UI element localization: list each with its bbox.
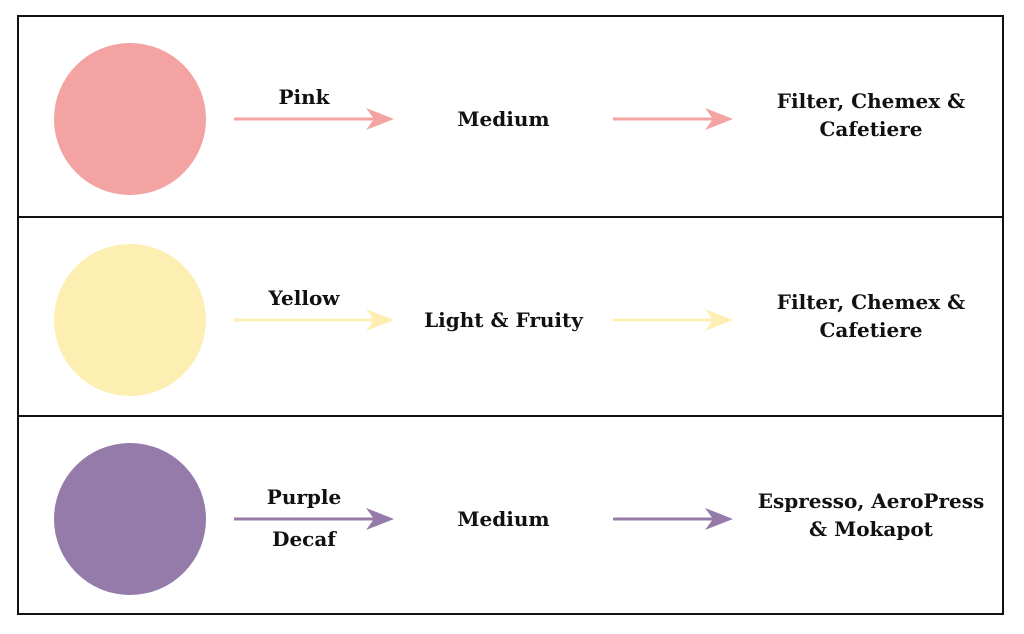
arrow-head bbox=[705, 508, 733, 530]
brew-methods-line: Filter, Chemex & bbox=[776, 89, 966, 113]
arrow-right-icon bbox=[234, 309, 394, 331]
arrow-right-icon bbox=[613, 309, 733, 331]
roast-label-yellow: Light & Fruity bbox=[424, 308, 583, 332]
color-swatch-yellow bbox=[54, 244, 206, 396]
brew-methods-yellow: Filter, Chemex & Cafetiere bbox=[743, 288, 999, 344]
arrow-right-icon bbox=[234, 508, 394, 530]
brew-methods-purple: Espresso, AeroPress & Mokapot bbox=[743, 487, 999, 543]
brew-methods-line: Espresso, AeroPress bbox=[757, 489, 985, 513]
color-label-purple: Purple bbox=[266, 485, 342, 509]
arrow-head bbox=[366, 309, 394, 331]
brew-methods-line: & Mokapot bbox=[809, 517, 933, 541]
arrow-right-icon bbox=[234, 108, 394, 130]
guide-row-yellow: Yellow Light & Fruity Filter, Chemex & C… bbox=[19, 216, 1002, 415]
color-swatch-purple bbox=[54, 443, 206, 595]
arrow-head bbox=[366, 108, 394, 130]
coffee-guide-table: Pink Medium Filter, Chemex & Cafetiere Y… bbox=[17, 15, 1004, 615]
brew-methods-line: Cafetiere bbox=[819, 117, 923, 141]
guide-row-pink: Pink Medium Filter, Chemex & Cafetiere bbox=[19, 17, 1002, 216]
arrow-right-icon bbox=[613, 508, 733, 530]
arrow-head bbox=[705, 108, 733, 130]
brew-methods-line: Cafetiere bbox=[819, 318, 923, 342]
arrow-right-icon bbox=[613, 108, 733, 130]
color-label-yellow: Yellow bbox=[268, 286, 340, 310]
brew-methods-pink: Filter, Chemex & Cafetiere bbox=[743, 87, 999, 143]
arrow-head bbox=[366, 508, 394, 530]
arrow-head bbox=[705, 309, 733, 331]
decaf-label: Decaf bbox=[272, 527, 336, 551]
color-swatch-pink bbox=[54, 43, 206, 195]
roast-label-purple: Medium bbox=[457, 507, 550, 531]
roast-label-pink: Medium bbox=[457, 107, 550, 131]
brew-methods-line: Filter, Chemex & bbox=[776, 290, 966, 314]
guide-row-purple: Purple Decaf Medium Espresso, AeroPress … bbox=[19, 415, 1002, 614]
color-label-pink: Pink bbox=[278, 85, 330, 109]
